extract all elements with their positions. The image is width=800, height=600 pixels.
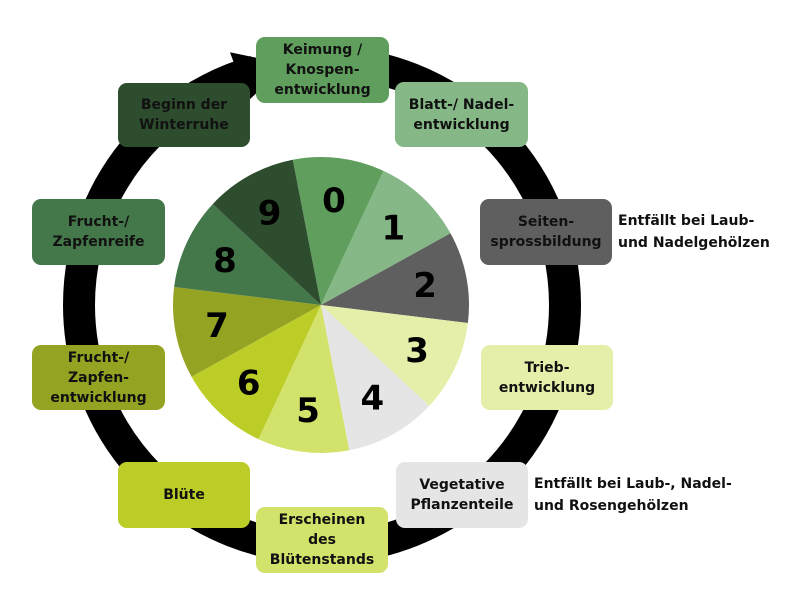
stage-label-6: Blüte (163, 487, 205, 503)
stage-box-7: Frucht-/ Zapfen- entwicklung (32, 345, 165, 410)
stage-label-4: Vegetative Pflanzenteile (410, 477, 514, 513)
pie-slice-7 (173, 286, 321, 377)
pie-slice-9 (212, 159, 321, 305)
pie-slice-6 (191, 305, 321, 440)
pie-slice-number-6: 6 (237, 364, 261, 404)
stage-box-3: Trieb- entwicklung (481, 345, 613, 410)
note-stage-2: Entfällt bei Laub- und Nadelgehölzen (618, 213, 770, 251)
stage-box-1: Blatt-/ Nadel- entwicklung (395, 82, 528, 147)
stage-pie: 012 34 567 89 (173, 157, 469, 454)
pie-slice-number-5: 5 (296, 391, 320, 431)
stage-box-6: Blüte (118, 462, 250, 528)
stage-box-8: Frucht-/ Zapfenreife (32, 199, 165, 265)
stage-label-9: Beginn der Winterruhe (139, 97, 229, 133)
stage-box-5: Erscheinen des Blütenstands (256, 507, 388, 573)
pie-slice-1 (321, 170, 451, 305)
pie-slice-5 (258, 305, 350, 454)
stage-label-3: Trieb- entwicklung (498, 359, 596, 396)
stage-label-5: Erscheinen des Blütenstands (269, 512, 375, 568)
pie-slice-0 (292, 157, 384, 305)
stage-box-0: Keimung / Knospen- entwicklung (256, 37, 389, 103)
note-stage-4: Entfällt bei Laub-, Nadel- und Rosengehö… (534, 476, 732, 514)
stage-label-2: Seiten- sprossbildung (490, 214, 602, 250)
pie-slice-3 (321, 305, 468, 406)
stage-box-9: Beginn der Winterruhe (118, 83, 250, 147)
pie-slice-number-2: 2 (413, 266, 437, 306)
stage-label-7: Frucht-/ Zapfen- entwicklung (50, 349, 147, 406)
pie-slice-number-9: 9 (258, 193, 282, 233)
pie-slice-8 (174, 204, 321, 305)
stage-box-4: Vegetative Pflanzenteile (396, 462, 528, 528)
pie-slice-number-4: 4 (361, 379, 385, 419)
pie-slice-2 (321, 233, 469, 324)
stage-label-1: Blatt-/ Nadel- entwicklung (408, 96, 515, 133)
pie-slice-number-8: 8 (213, 241, 237, 281)
pie-slice-number-3: 3 (405, 331, 429, 371)
stage-label-0: Keimung / Knospen- entwicklung (274, 42, 371, 98)
stage-box-2: Seiten- sprossbildung (480, 199, 612, 265)
stage-label-8: Frucht-/ Zapfenreife (52, 214, 145, 250)
pie-slice-number-7: 7 (205, 306, 229, 346)
pie-slice-number-0: 0 (322, 181, 346, 221)
pie-slice-4 (321, 305, 430, 451)
pie-slice-number-1: 1 (381, 208, 405, 248)
